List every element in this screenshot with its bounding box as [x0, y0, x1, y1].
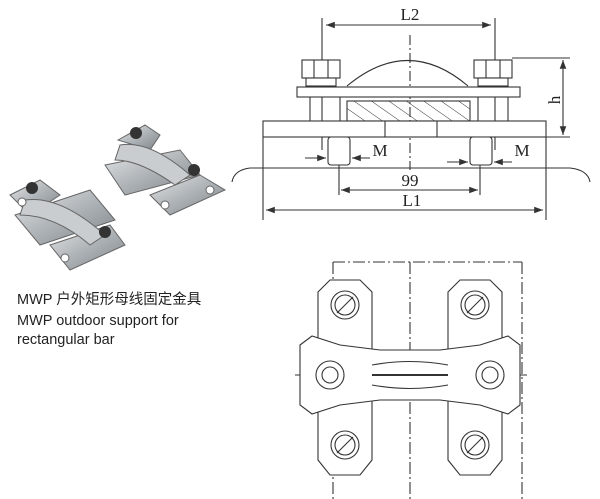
caption-chinese: MWP 户外矩形母线固定金具 — [17, 292, 202, 308]
side-view — [231, 18, 591, 220]
caption-english-line1: MWP outdoor support for — [17, 313, 179, 329]
label-M-right: M — [514, 141, 529, 160]
label-L1: L1 — [403, 191, 422, 210]
label-L2: L2 — [401, 5, 420, 24]
caption-english-line2: rectangular bar — [17, 332, 115, 348]
label-h: h — [545, 95, 564, 104]
bolt-heads — [315, 290, 505, 460]
clamp-front — [9, 179, 126, 271]
label-99: 99 — [402, 171, 419, 190]
top-view — [295, 261, 530, 499]
label-M-left: M — [372, 141, 387, 160]
clamp-back — [104, 124, 227, 216]
product-photo — [9, 124, 227, 271]
